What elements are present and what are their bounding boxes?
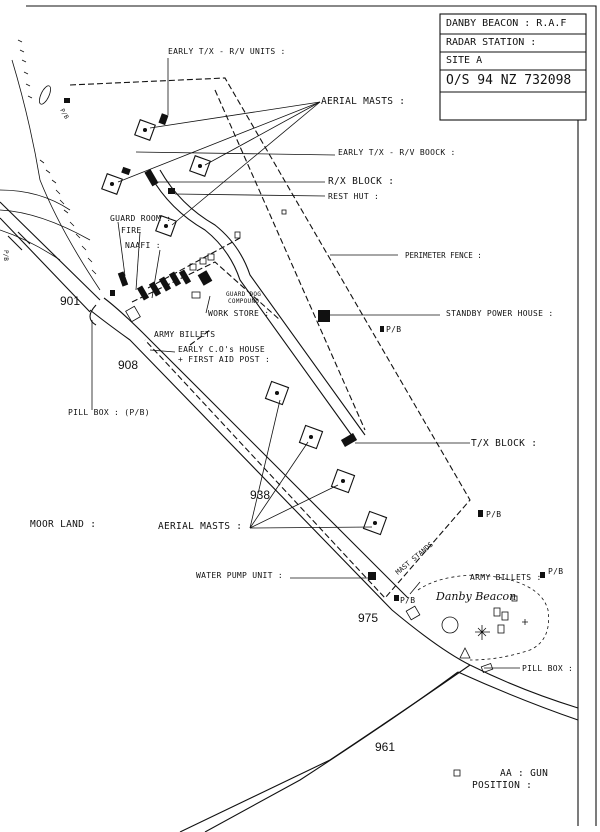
label-aerial-masts-top: AERIAL MASTS : <box>321 96 406 107</box>
access-track <box>149 174 356 441</box>
label-pb-beacon-right: P/B <box>548 567 564 576</box>
label-naafi: NAAFI : <box>125 241 161 250</box>
title-line-3: SITE A <box>446 55 483 66</box>
title-line-1: DANBY BEACON : R.A.F <box>446 18 567 29</box>
title-line-2: RADAR STATION : <box>446 37 537 48</box>
label-guard-room: GUARD ROOM : <box>110 214 172 223</box>
buildings <box>64 98 376 580</box>
label-work-store: WORK STORE : <box>208 309 270 318</box>
label-guard-dog-2: COMPOUND <box>228 298 260 305</box>
label-aa-gun-2: POSITION : <box>472 780 533 791</box>
title-block-frame <box>439 13 587 121</box>
aerial-mast-bottom-4 <box>362 510 388 536</box>
mast-stands-label: MAST STANDS <box>394 541 435 577</box>
label-early-co-house-2: + FIRST AID POST : <box>178 355 271 364</box>
label-standby-power-house: STANDBY POWER HOUSE : <box>446 309 554 318</box>
label-rest-hut: REST HUT : <box>328 192 380 201</box>
spot-height-975: 975 <box>358 611 379 625</box>
spot-height-908: 908 <box>118 358 139 372</box>
aerial-mast-bottom-1 <box>264 380 290 406</box>
pill-box-marks <box>380 326 545 601</box>
top-pb-label: P/B <box>58 108 70 121</box>
label-rx-block: R/X BLOCK : <box>328 176 395 187</box>
label-aerial-masts-bottom: AERIAL MASTS : <box>158 521 243 532</box>
danby-beacon-area <box>417 574 549 661</box>
outline-buildings <box>125 209 494 777</box>
aerial-mast-top-3 <box>101 173 123 195</box>
perimeter-fence-line <box>69 77 471 599</box>
label-tx-block: T/X BLOCK : <box>471 438 538 449</box>
label-pb-standby: P/B <box>386 325 402 334</box>
label-army-billets-lower: ARMY BILLETS : <box>470 573 542 582</box>
road-northwest <box>0 201 101 313</box>
main-road <box>89 297 579 832</box>
aerial-mast-bottom-3 <box>330 468 356 494</box>
label-pill-box-lower: PILL BOX : <box>522 664 574 673</box>
label-guard-dog-1: GUARD DOG <box>226 291 262 298</box>
label-fire: FIRE <box>121 226 142 235</box>
label-early-tx-rv-units: EARLY T/X - R/V UNITS : <box>168 47 286 56</box>
aerial-mast-bottom-2 <box>298 424 324 450</box>
label-early-co-house-1: EARLY C.O's HOUSE <box>178 345 265 354</box>
label-aa-gun-1: AA : GUN <box>500 768 549 779</box>
spot-height-901: 901 <box>60 294 81 308</box>
label-moor-land: MOOR LAND : <box>30 519 97 530</box>
label-pb-beacon-left: P/B <box>400 596 416 605</box>
label-early-tx-rv-block: EARLY T/X - R/V BOOCK : <box>338 148 456 157</box>
aerial-mast-top-1 <box>134 119 156 141</box>
label-water-pump-unit: WATER PUMP UNIT : <box>196 571 283 580</box>
label-danby-beacon: Danby Beacon <box>436 590 517 603</box>
label-pill-box-left: PILL BOX : (P/B) <box>68 408 150 417</box>
aerial-mast-top-4 <box>155 215 177 237</box>
aerial-mast-top-2 <box>189 155 211 177</box>
road-pb-label: P/B <box>2 250 9 261</box>
spot-height-961: 961 <box>375 740 396 754</box>
paper-edge <box>26 5 597 826</box>
spot-height-938: 938 <box>250 488 271 502</box>
title-grid-ref: O/S 94 NZ 732098 <box>446 73 572 88</box>
leader-lines <box>91 58 520 669</box>
perimeter-fence-label: PERIMETER FENCE : <box>405 251 482 260</box>
label-army-billets: ARMY BILLETS <box>154 330 216 339</box>
label-pb-right: P/B <box>486 510 502 519</box>
hill-contours <box>0 39 101 291</box>
